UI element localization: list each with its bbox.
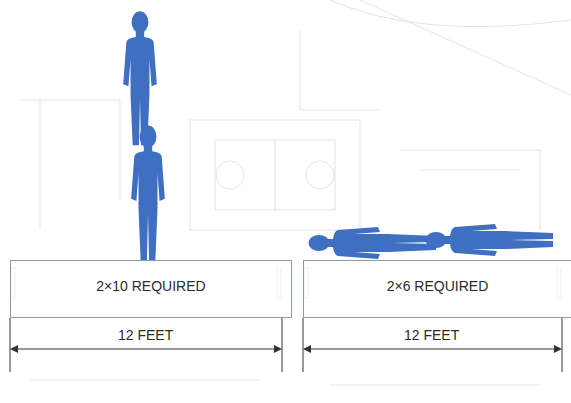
board-beam: 2×6 REQUIRED xyxy=(303,260,571,318)
person-figures xyxy=(123,11,553,260)
dimension-label: 12 FEET xyxy=(115,327,176,343)
board-size-label: 2×6 REQUIRED xyxy=(304,278,571,294)
dimension-label: 12 FEET xyxy=(401,327,462,343)
board-size-label: 2×10 REQUIRED xyxy=(11,278,291,294)
dimension-lines xyxy=(10,318,562,372)
blueprint-background xyxy=(20,0,571,385)
board-beam: 2×10 REQUIRED xyxy=(10,260,292,318)
